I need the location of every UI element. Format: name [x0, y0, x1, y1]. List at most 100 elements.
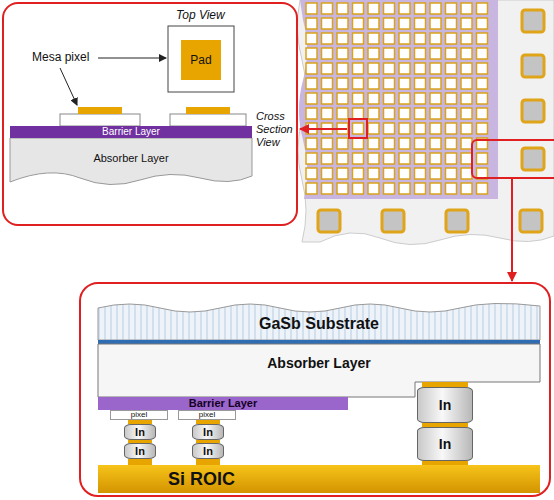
pixel-cell [399, 78, 410, 89]
pixel-cell [446, 48, 457, 59]
pixel-cell [337, 153, 348, 164]
pixel-cell [446, 78, 457, 89]
pixel-cell [446, 3, 457, 14]
pixel-cell [306, 183, 317, 194]
pixel-cell [399, 153, 410, 164]
pixel-cell [322, 153, 333, 164]
pixel-cell [461, 123, 472, 134]
pixel-cell [446, 63, 457, 74]
label-text: Si ROIC [168, 469, 235, 490]
pad-contact [186, 107, 230, 114]
pixel-cell [322, 48, 333, 59]
pixel-cell [415, 153, 426, 164]
pixel-cell [430, 63, 441, 74]
label-text: In [439, 397, 451, 413]
pixel-cell [384, 183, 395, 194]
pixel-cell [477, 63, 488, 74]
pixel-cell [353, 63, 364, 74]
pixel-cell [477, 18, 488, 29]
pixel-cell [384, 33, 395, 44]
chip-ground [297, 0, 554, 245]
pixel-cell [399, 93, 410, 104]
roic-layer: Si ROIC [98, 465, 540, 493]
pixel-cell [399, 33, 410, 44]
pixel-cell [399, 48, 410, 59]
pixel-cell [415, 138, 426, 149]
pixel-cell [461, 78, 472, 89]
pixel-cell [322, 138, 333, 149]
pixel-cell [337, 33, 348, 44]
pixel-cell [368, 168, 379, 179]
pixel-cell [415, 93, 426, 104]
pixel-cell [306, 18, 317, 29]
mesa [170, 114, 246, 126]
pixel-cell [399, 183, 410, 194]
leader-line [60, 68, 77, 105]
pixel-cell [306, 108, 317, 119]
pixel-cell [306, 63, 317, 74]
label-text: Absorber Layer [93, 152, 168, 164]
bond-pads [318, 10, 544, 232]
label-text: In [135, 426, 145, 438]
pixel-cell [368, 48, 379, 59]
pixel-cell [322, 168, 333, 179]
barrier-layer: Barrier Layer [98, 397, 348, 410]
pixel-cell [384, 18, 395, 29]
pixel-cell [368, 18, 379, 29]
pixel-cell [384, 108, 395, 119]
label-text: In [203, 426, 213, 438]
pixel-cell [337, 183, 348, 194]
pixel-cell [337, 63, 348, 74]
pixel-cell [399, 3, 410, 14]
label-text: In [203, 445, 213, 457]
pixel-cell [337, 3, 348, 14]
pixel-cell [399, 168, 410, 179]
indium-bump: In [192, 424, 224, 440]
pixel-cell [337, 78, 348, 89]
pixel-cell [415, 183, 426, 194]
callout-box: Top ViewMesa pixelCross Section ViewPadB… [2, 2, 298, 226]
label-text: In [135, 445, 145, 457]
pixel-cell [322, 63, 333, 74]
indium-bump: In [124, 424, 156, 440]
pixel-cell [368, 153, 379, 164]
pixel-cell [477, 153, 488, 164]
pixel-cell [306, 33, 317, 44]
pixel-cell [477, 123, 488, 134]
pixel-cell [446, 123, 457, 134]
pixel-cell [306, 168, 317, 179]
pixel-cell [477, 33, 488, 44]
pixel-cell [477, 183, 488, 194]
pixel-cell [353, 33, 364, 44]
mesa-top-view [168, 26, 234, 92]
pixel-cell [384, 63, 395, 74]
pixel-cell [384, 168, 395, 179]
pixel-cell [430, 33, 441, 44]
substrate-shape [98, 303, 540, 340]
pixel-cell [461, 63, 472, 74]
pixel-cell [353, 168, 364, 179]
label-text: pixel [199, 411, 215, 419]
pixel-cell [430, 48, 441, 59]
pixel-mesa: pixel [178, 410, 236, 420]
pixel-cell [322, 18, 333, 29]
label-text: Cross Section View [256, 110, 293, 149]
pixel-cell [399, 123, 410, 134]
pixel-cell [306, 93, 317, 104]
pixel-cell [477, 3, 488, 14]
pixel-cell [430, 18, 441, 29]
pixel-cell [368, 93, 379, 104]
pixel-cell [337, 138, 348, 149]
pixel-cell [461, 3, 472, 14]
pixel-cell [461, 48, 472, 59]
pixel-cell [446, 183, 457, 194]
highlight-box [472, 140, 554, 178]
absorber-shape [98, 344, 540, 397]
pixel-cell [446, 153, 457, 164]
pixel-cell [353, 78, 364, 89]
absorber-layer: Absorber Layer [98, 344, 540, 382]
pixel-cell [368, 63, 379, 74]
pixel-cell [399, 138, 410, 149]
pixel-cell [306, 153, 317, 164]
